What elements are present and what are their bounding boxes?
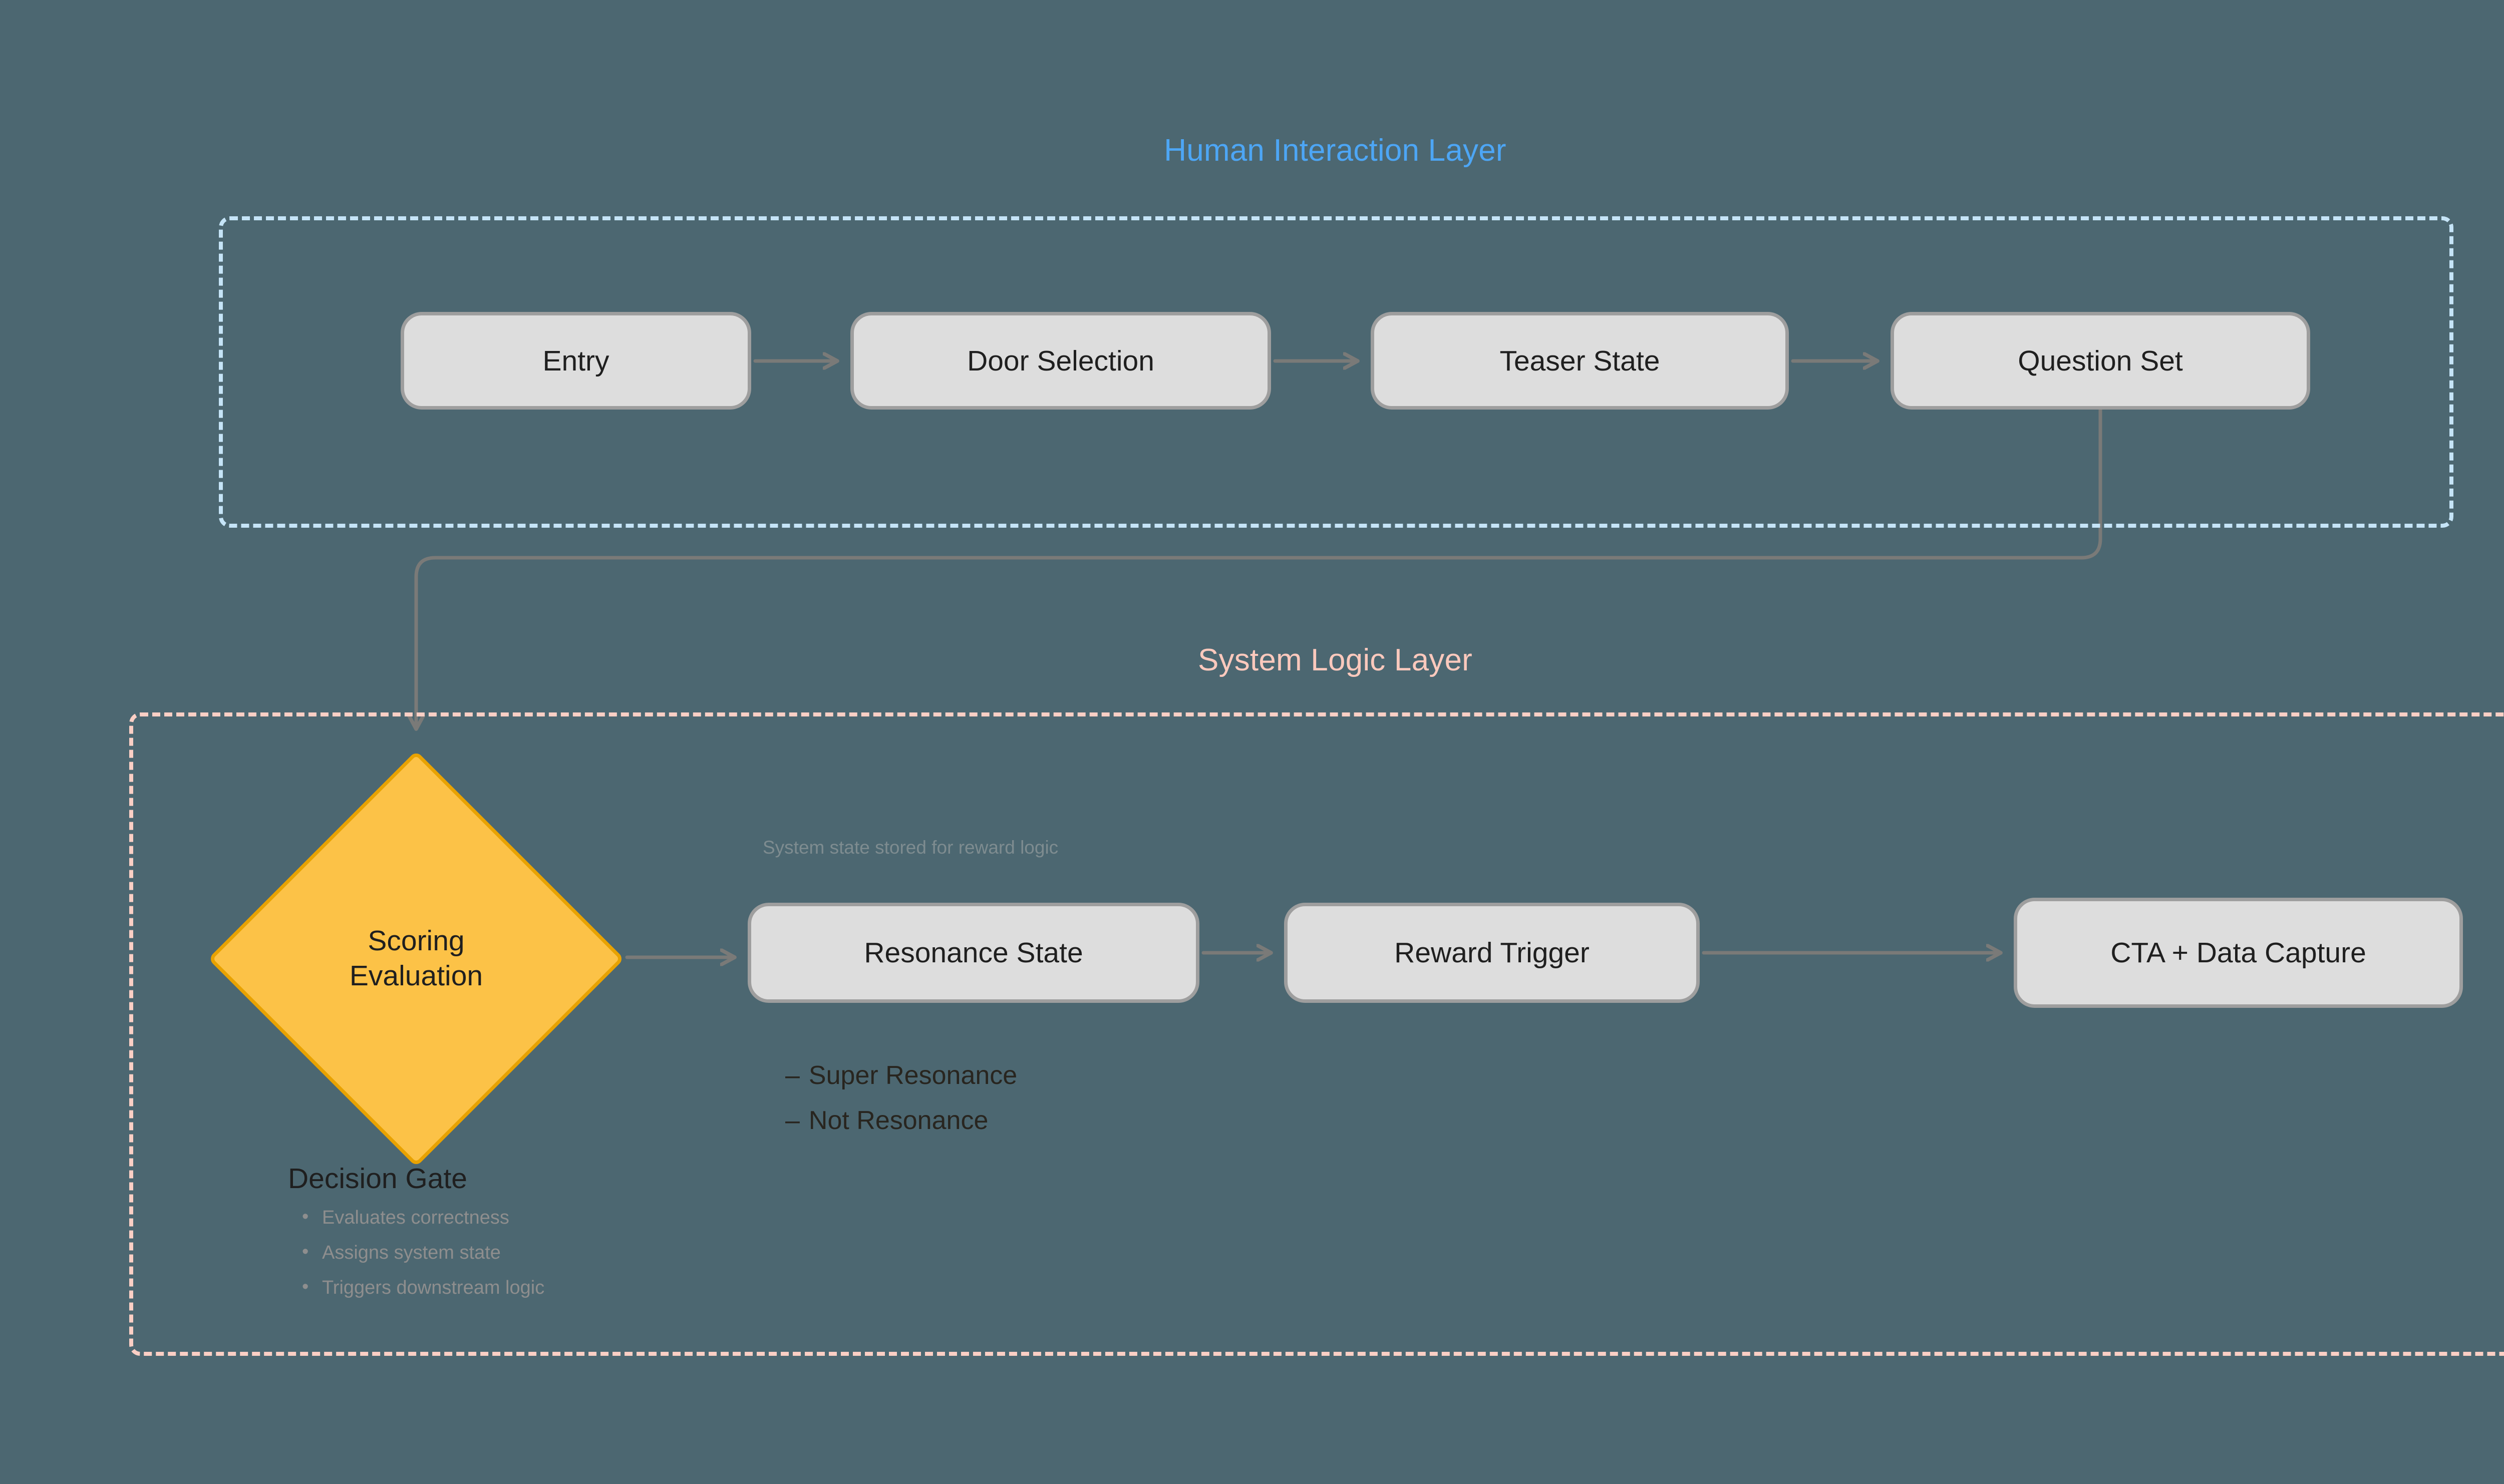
system-logic-layer-container	[129, 712, 2504, 1356]
diamond-shape	[208, 751, 624, 1167]
resonance-option: –Not Resonance	[785, 1107, 1236, 1134]
node-teaser-state[interactable]: Teaser State	[1371, 312, 1789, 410]
dash-bullet-icon: –	[785, 1106, 800, 1135]
decision-gate-annotation: Decision Gate Evaluates correctness Assi…	[288, 1164, 789, 1313]
node-resonance-state[interactable]: Resonance State	[748, 903, 1199, 1003]
decision-gate-bullet: Assigns system state	[302, 1242, 789, 1262]
decision-gate-bullet-list: Evaluates correctness Assigns system sta…	[288, 1207, 789, 1297]
node-reward-trigger[interactable]: Reward Trigger	[1284, 903, 1700, 1003]
node-door-selection[interactable]: Door Selection	[850, 312, 1271, 410]
reward-logic-note: System state stored for reward logic	[763, 837, 1059, 858]
resonance-option-label: Not Resonance	[808, 1106, 989, 1135]
resonance-option-label: Super Resonance	[808, 1061, 1018, 1090]
dash-bullet-icon: –	[785, 1061, 800, 1090]
human-interaction-layer-container	[219, 216, 2453, 528]
node-cta-data-capture[interactable]: CTA + Data Capture	[2014, 898, 2463, 1008]
node-entry[interactable]: Entry	[401, 312, 751, 410]
node-question-set[interactable]: Question Set	[1891, 312, 2310, 410]
decision-node-scoring-evaluation[interactable]: Scoring Evaluation	[208, 751, 624, 1167]
decision-gate-bullet: Triggers downstream logic	[302, 1277, 789, 1297]
resonance-options-list: –Super Resonance –Not Resonance	[785, 1062, 1236, 1153]
decision-gate-title: Decision Gate	[288, 1163, 468, 1195]
resonance-option: –Super Resonance	[785, 1062, 1236, 1088]
decision-gate-bullet: Evaluates correctness	[302, 1207, 789, 1227]
system-logic-layer-title: System Logic Layer	[1197, 643, 1473, 677]
human-interaction-layer-title: Human Interaction Layer	[1164, 133, 1506, 168]
